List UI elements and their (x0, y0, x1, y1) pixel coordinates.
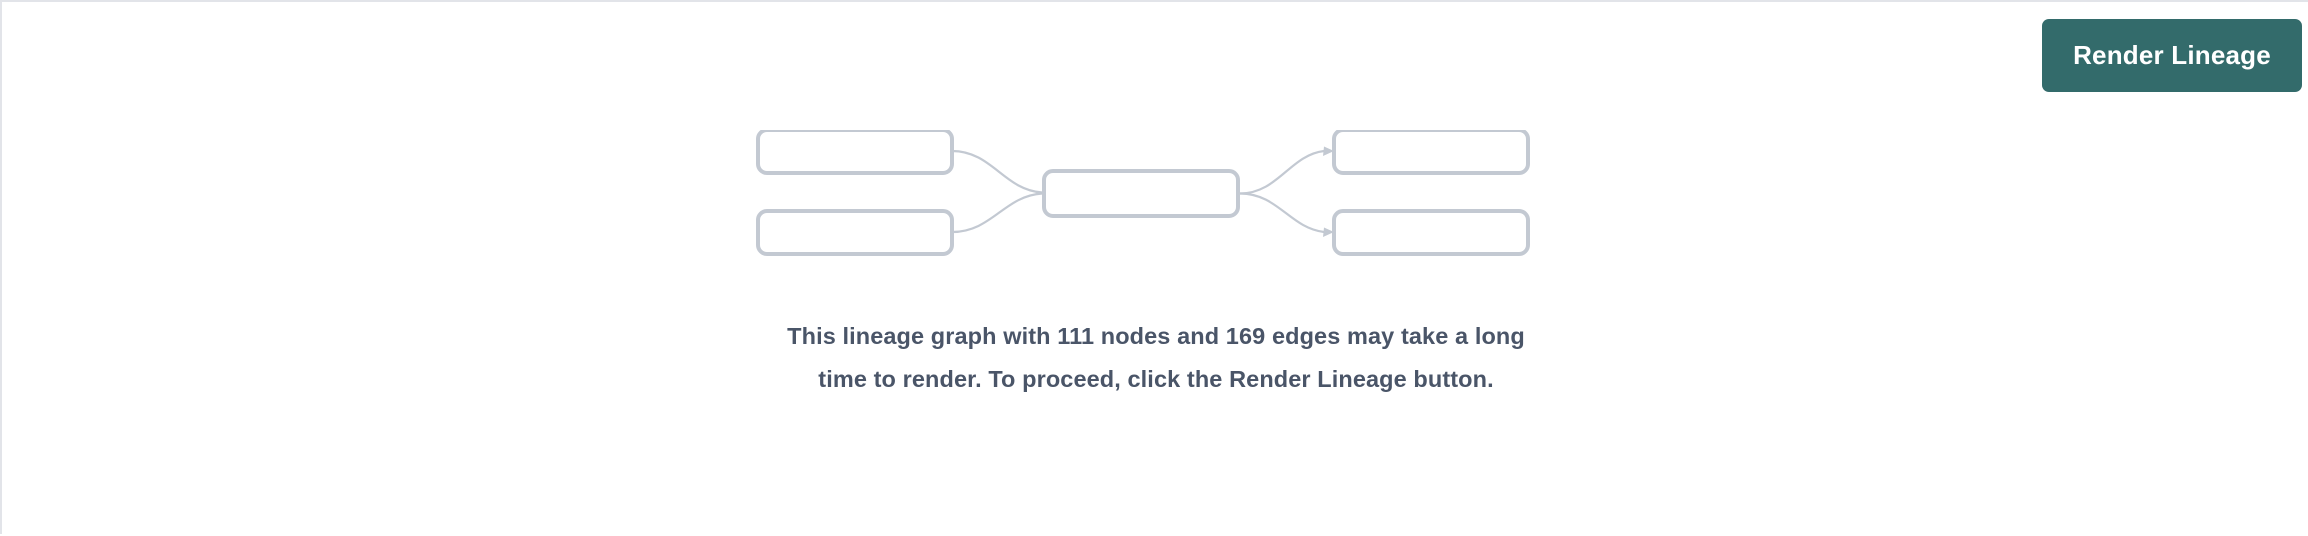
graph-node-right-top (1332, 130, 1530, 175)
graph-edges (951, 149, 1325, 234)
edge-left-bottom-to-center (951, 192, 1043, 234)
graph-node-right-bottom (1332, 209, 1530, 256)
edge-center-to-right-bottom (1239, 192, 1325, 234)
render-lineage-button[interactable]: Render Lineage (2042, 19, 2302, 92)
lineage-graph-illustration (756, 130, 1530, 256)
graph-node-left-bottom (756, 209, 954, 256)
graph-node-center (1042, 169, 1240, 218)
edge-center-to-right-top (1239, 149, 1325, 195)
graph-node-left-top (756, 130, 954, 175)
edge-left-top-to-center (951, 149, 1043, 194)
arrowhead-right-top (1323, 146, 1334, 156)
lineage-warning-message: This lineage graph with 111 nodes and 16… (787, 323, 1525, 392)
arrowhead-center-in (1042, 188, 1053, 199)
graph-arrowheads (1042, 146, 1334, 237)
arrowhead-right-bottom (1323, 227, 1334, 237)
graph-nodes (756, 130, 1530, 256)
